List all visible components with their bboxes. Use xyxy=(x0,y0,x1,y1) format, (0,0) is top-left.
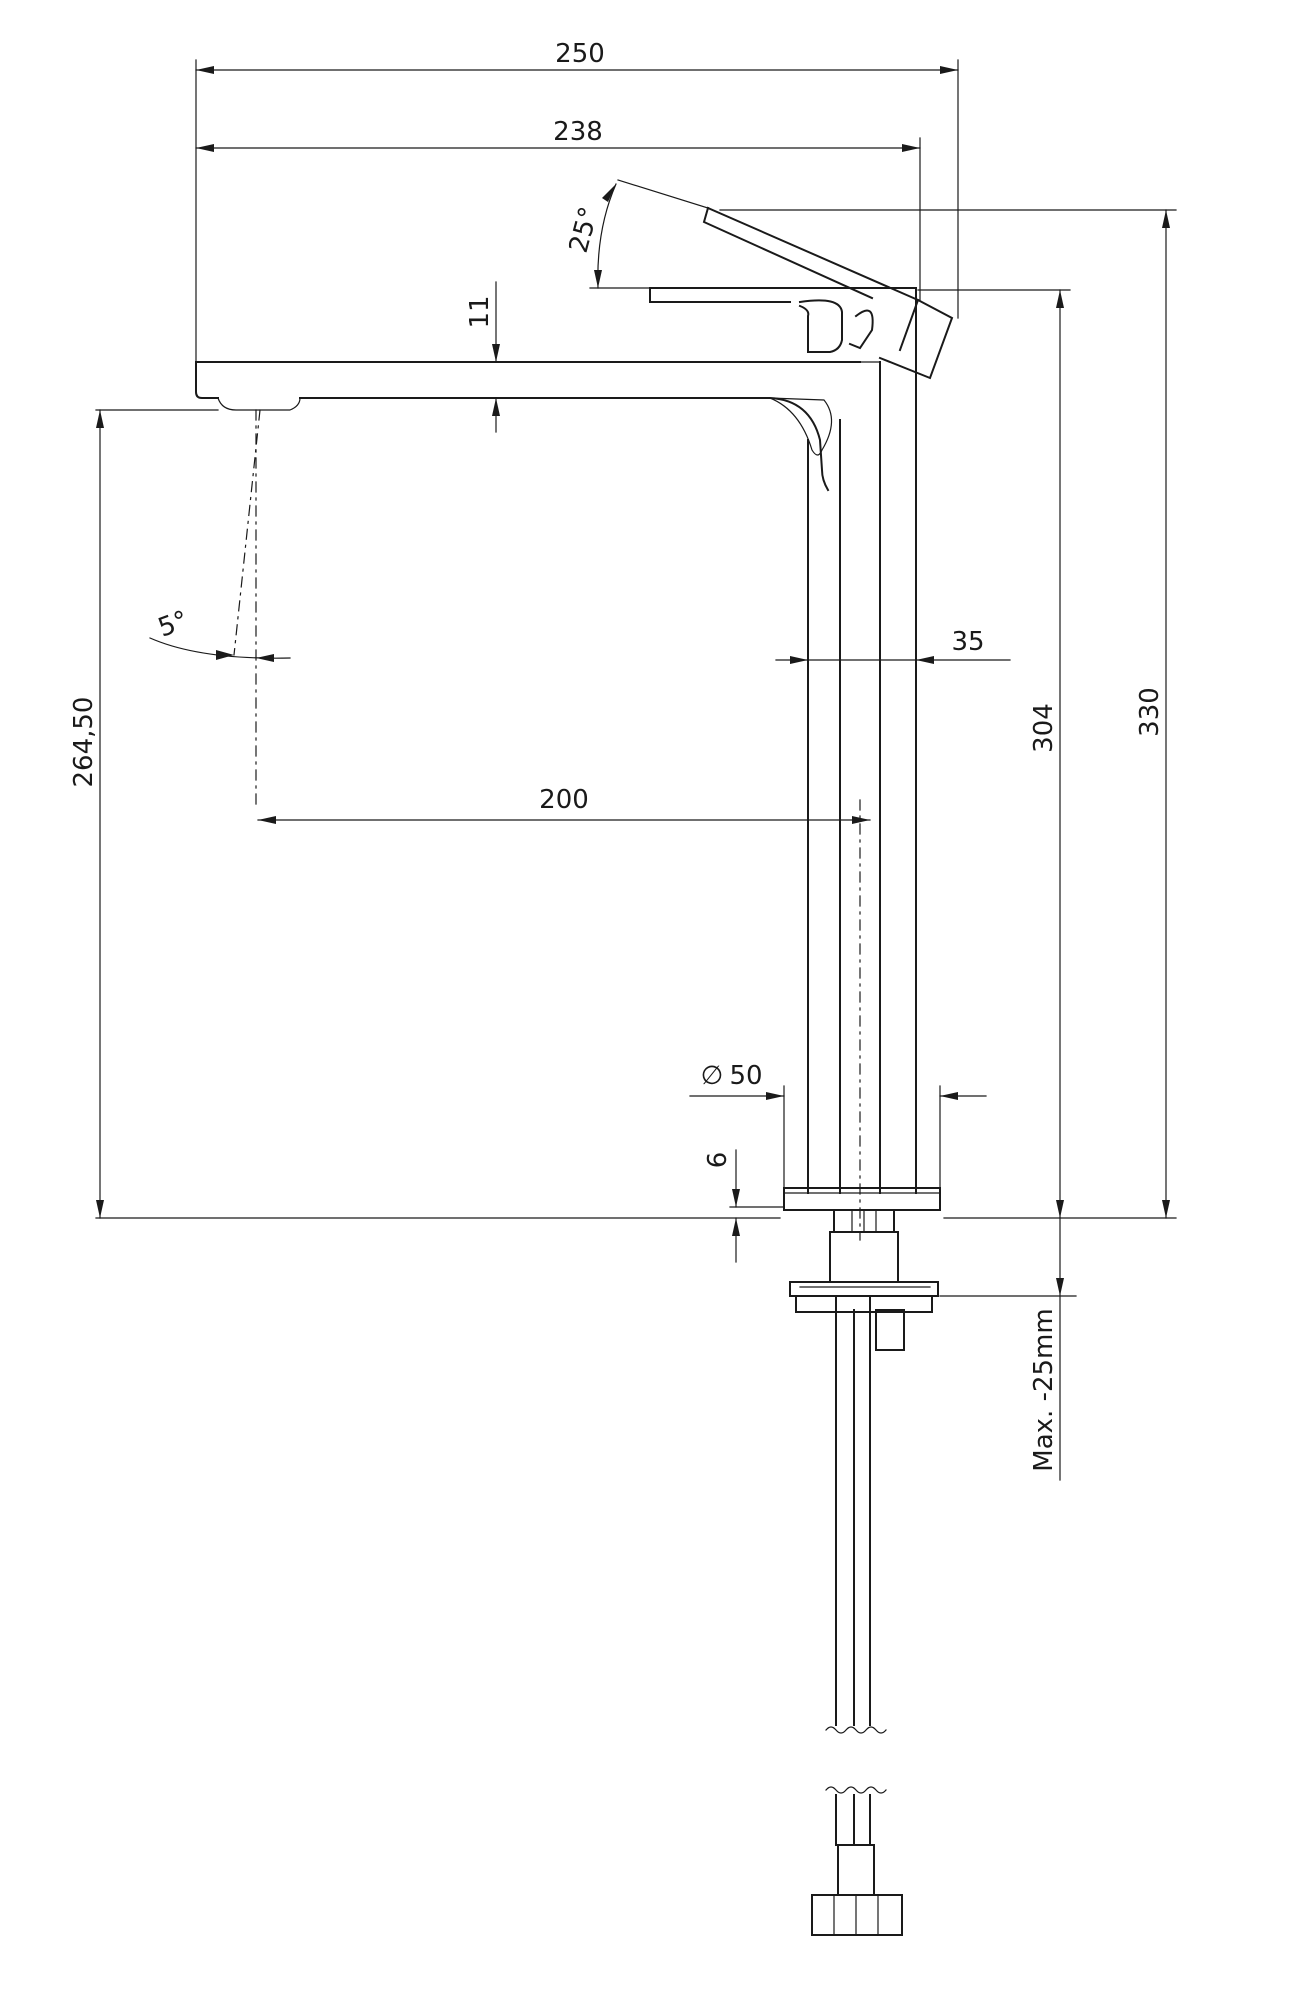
label-max-25mm: Max. -25mm xyxy=(1029,1308,1059,1471)
label-50: 50 xyxy=(729,1061,762,1091)
label-6: 6 xyxy=(703,1152,733,1169)
label-264-50: 264,50 xyxy=(69,697,99,788)
centerlines xyxy=(233,409,861,1241)
label-250: 250 xyxy=(555,39,605,69)
mounting-assembly xyxy=(789,1209,939,1936)
dimension-labels: 250 238 25° 11 264,50 5° 35 200 304 330 … xyxy=(69,39,1165,1472)
dimension-lines xyxy=(95,59,1177,1481)
label-5-degrees: 5° xyxy=(154,605,192,643)
label-238: 238 xyxy=(553,117,603,147)
faucet-outline xyxy=(195,206,954,1194)
label-25-degrees: 25° xyxy=(564,204,605,256)
label-11: 11 xyxy=(465,295,495,328)
label-35: 35 xyxy=(951,627,984,657)
label-330: 330 xyxy=(1135,687,1165,737)
diameter-symbol: ∅ xyxy=(701,1061,724,1091)
label-304: 304 xyxy=(1029,703,1059,753)
label-200: 200 xyxy=(539,785,589,815)
